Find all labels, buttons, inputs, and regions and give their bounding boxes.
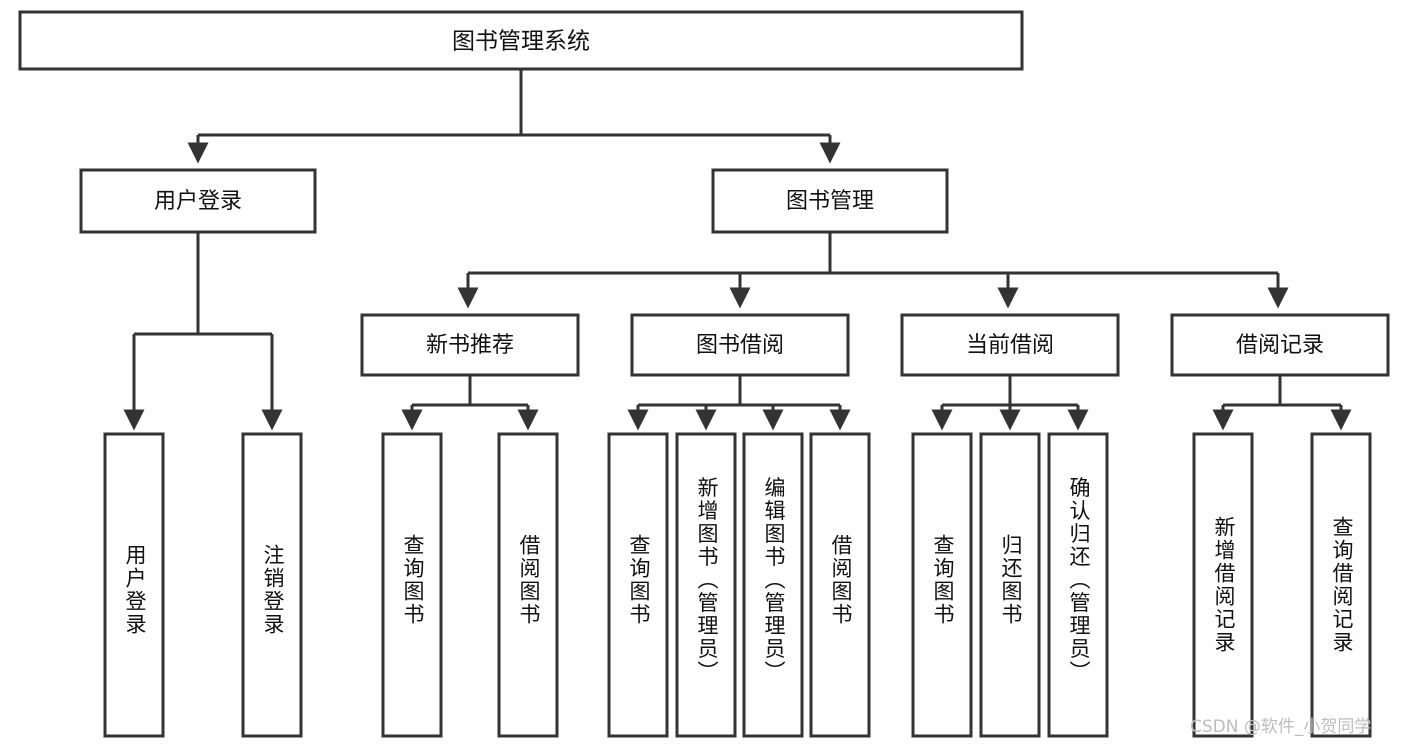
node-user-login-label: 用户登录 (154, 189, 242, 214)
leaf-book-borrow-4-box[interactable] (809, 432, 871, 738)
leaf-new-book-1-box[interactable] (381, 432, 443, 738)
leaf-book-borrow-1[interactable]: 查询图书 (607, 432, 669, 738)
leaf-current-borrow-2-label: 归还图书 (999, 534, 1023, 626)
node-user-login[interactable]: 用户登录 (79, 168, 317, 234)
node-borrow-record-label: 借阅记录 (1236, 333, 1324, 358)
leaf-current-borrow-2[interactable]: 归还图书 (979, 432, 1041, 738)
leaf-book-borrow-3[interactable]: 编辑图书（管理员） (742, 432, 804, 738)
connectors-borrow-record-to-leaves (1212, 375, 1352, 431)
connectors-new-book-to-leaves (401, 375, 539, 431)
connectors-book-mgmt-to-level3 (457, 232, 1289, 309)
leaf-current-borrow-1-label: 查询图书 (931, 534, 955, 626)
leaf-current-borrow-1[interactable]: 查询图书 (911, 432, 973, 738)
leaf-book-borrow-4[interactable]: 借阅图书 (809, 432, 871, 738)
node-new-book-recommend[interactable]: 新书推荐 (360, 313, 580, 377)
node-borrow-record-box[interactable] (1170, 313, 1390, 377)
leaf-borrow-record-2-box[interactable] (1310, 432, 1372, 738)
leaf-current-borrow-3-box[interactable] (1047, 432, 1109, 738)
leaf-user-login-2-label: 注销登录 (261, 544, 285, 636)
connectors-user-login-to-leaves (123, 232, 283, 431)
leaf-borrow-record-1-label: 新增借阅记录 (1212, 516, 1236, 654)
node-book-management-label: 图书管理 (786, 189, 874, 214)
leaf-new-book-1-label: 查询图书 (401, 534, 425, 626)
connectors-current-borrow-to-leaves (931, 375, 1089, 431)
leaf-new-book-2-label: 借阅图书 (517, 534, 541, 626)
node-book-management-box[interactable] (711, 168, 949, 234)
leaf-book-borrow-1-box[interactable] (607, 432, 669, 738)
leaf-user-login-1[interactable]: 用户登录 (103, 432, 165, 738)
node-current-borrow-box[interactable] (900, 313, 1120, 377)
leaf-book-borrow-4-label: 借阅图书 (829, 534, 853, 626)
node-book-borrow-label: 图书借阅 (696, 333, 784, 358)
leaf-new-book-1[interactable]: 查询图书 (381, 432, 443, 738)
node-root-label: 图书管理系统 (452, 29, 590, 55)
leaf-book-borrow-2-box[interactable] (675, 432, 737, 738)
node-borrow-record[interactable]: 借阅记录 (1170, 313, 1390, 377)
leaf-user-login-1-label: 用户登录 (123, 544, 147, 636)
leaf-user-login-2-box[interactable] (241, 432, 303, 738)
leaf-book-borrow-3-label: 编辑图书（管理员） (762, 477, 786, 684)
connectors-root-to-level2 (187, 69, 841, 164)
node-current-borrow-label: 当前借阅 (966, 333, 1054, 358)
node-user-login-box[interactable] (79, 168, 317, 234)
node-root[interactable]: 图书管理系统 (18, 10, 1024, 71)
node-root-box[interactable] (18, 10, 1024, 71)
leaf-current-borrow-3[interactable]: 确认归还（管理员） (1047, 432, 1109, 738)
node-book-borrow[interactable]: 图书借阅 (630, 313, 850, 377)
leaf-borrow-record-2-label: 查询借阅记录 (1330, 516, 1354, 654)
node-book-management[interactable]: 图书管理 (711, 168, 949, 234)
leaf-book-borrow-1-label: 查询图书 (627, 534, 651, 626)
leaf-current-borrow-1-box[interactable] (911, 432, 973, 738)
node-new-book-recommend-label: 新书推荐 (426, 333, 514, 358)
node-current-borrow[interactable]: 当前借阅 (900, 313, 1120, 377)
csdn-watermark: CSDN @软件_小贺同学 (1190, 717, 1372, 737)
leaf-user-login-2[interactable]: 注销登录 (241, 432, 303, 738)
leaf-new-book-2-box[interactable] (497, 432, 559, 738)
leaf-borrow-record-2[interactable]: 查询借阅记录 (1310, 432, 1372, 738)
leaf-borrow-record-1-box[interactable] (1192, 432, 1254, 738)
leaf-book-borrow-2[interactable]: 新增图书（管理员） (675, 432, 737, 738)
node-new-book-recommend-box[interactable] (360, 313, 580, 377)
leaf-book-borrow-2-label: 新增图书（管理员） (695, 477, 719, 684)
leaf-current-borrow-2-box[interactable] (979, 432, 1041, 738)
connectors-book-borrow-to-leaves (627, 375, 851, 431)
leaf-borrow-record-1[interactable]: 新增借阅记录 (1192, 432, 1254, 738)
node-book-borrow-box[interactable] (630, 313, 850, 377)
leaf-current-borrow-3-label: 确认归还（管理员） (1067, 477, 1091, 684)
leaf-user-login-1-box[interactable] (103, 432, 165, 738)
leaf-new-book-2[interactable]: 借阅图书 (497, 432, 559, 738)
leaf-book-borrow-3-box[interactable] (742, 432, 804, 738)
